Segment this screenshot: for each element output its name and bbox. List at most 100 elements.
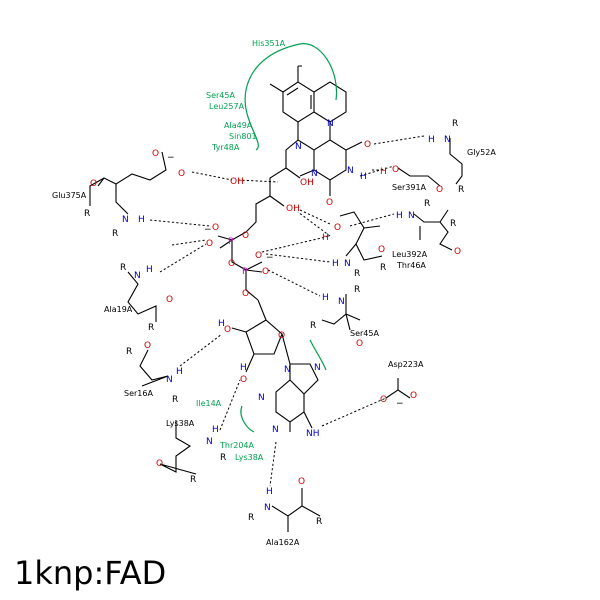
hyd-label-sin801: Sin801	[229, 132, 257, 141]
atom-n-gly: N	[444, 135, 451, 145]
res-label-glu375a: Glu375A	[52, 191, 87, 200]
res-label-ala19a: Ala19A	[104, 305, 133, 314]
atom-n-adenine-4: N	[272, 425, 279, 435]
atom-n-lys: N	[206, 437, 213, 447]
atom-o-ribose-ring: O	[278, 331, 285, 341]
atom-p-2: P	[242, 267, 248, 277]
atom-r-lys: R	[220, 453, 226, 463]
charge-minus-2: −	[266, 253, 274, 263]
ligand-bonds	[89, 65, 463, 532]
atom-o-leu: O	[454, 247, 461, 257]
charge-minus-1: −	[204, 225, 212, 235]
atom-n-flavin-2: N	[327, 119, 334, 129]
atom-o-gly: O	[436, 185, 443, 195]
atom-n-ala162: N	[264, 503, 271, 513]
atom-o-ribose-2: O	[240, 375, 247, 385]
hyd-label-leu257a: Leu257A	[209, 102, 245, 111]
atom-r-gly-2: R	[458, 185, 464, 195]
res-label-ser45a: Ser45A	[350, 329, 379, 338]
atom-n-leu: N	[408, 211, 415, 221]
hydrogen-bonds	[149, 135, 425, 487]
atom-h-lys: H	[212, 425, 219, 435]
atom-o-ala: O	[166, 295, 173, 305]
atom-o-ser16: O	[144, 341, 151, 351]
hyd-label-his351a: His351A	[252, 39, 286, 48]
diagram-title: 1knp:FAD	[14, 554, 166, 592]
atom-r-thr: R	[354, 269, 360, 279]
res-label-lys38a: Lys38A	[166, 419, 195, 428]
atom-r-ser16-2: R	[172, 395, 178, 405]
atom-r-gly: R	[452, 119, 458, 129]
hyd-label-tyr48a: Tyr48A	[211, 143, 240, 152]
atom-h-ribose-1: H	[218, 319, 225, 329]
atom-o-flavin-1: O	[364, 140, 371, 150]
atom-h-ser16: H	[176, 367, 183, 377]
atom-o-ribityl: O	[242, 231, 249, 241]
atom-o-thr: O	[334, 223, 341, 233]
atom-h-leu: H	[396, 211, 403, 221]
atom-o-glu-2: O	[178, 169, 185, 179]
atom-o-p2-c: O	[242, 289, 249, 299]
atom-r-lys-2: R	[190, 475, 196, 485]
atom-o-glu-3: O	[90, 179, 97, 189]
residue-labels: Glu375A Gly52A Ser391A Leu392A Thr46A Al…	[52, 148, 496, 547]
atom-o-p1-b: O	[206, 239, 213, 249]
atom-r-ala162-1: R	[248, 513, 254, 523]
res-label-leu392a: Leu392A	[392, 250, 428, 259]
atom-h-glu: H	[138, 215, 145, 225]
atom-o-thr-2: O	[378, 245, 385, 255]
atom-n-ala: N	[134, 271, 141, 281]
atom-h-thr-n: H	[332, 259, 339, 269]
hyd-label-ser45a: Ser45A	[206, 91, 235, 100]
atom-h-ala: H	[146, 265, 153, 275]
atom-o-glu-1: O	[152, 149, 159, 159]
atom-r-leu-2: R	[450, 219, 456, 229]
atom-oh-ribityl-3: OH	[286, 204, 300, 214]
atom-n-adenine-1: N	[284, 365, 291, 375]
atom-o-p1-a: O	[212, 223, 219, 233]
res-label-ser391a: Ser391A	[392, 183, 427, 192]
atom-n-glu: N	[122, 215, 129, 225]
charge-minus-asp: −	[396, 399, 404, 409]
atom-o-bridge: O	[228, 259, 235, 269]
atom-r-ser45-2: R	[310, 321, 316, 331]
atom-o-ribose-1: O	[224, 325, 231, 335]
atom-o-ser45: O	[356, 339, 363, 349]
atom-r-ala162-2: R	[316, 517, 322, 527]
res-label-gly52a: Gly52A	[467, 148, 496, 157]
atom-n-thr: N	[344, 259, 351, 269]
atom-o-lys: O	[156, 459, 163, 469]
res-label-ala162a: Ala162A	[266, 538, 300, 547]
atom-n-flavin-4: N	[347, 166, 354, 176]
atom-o-flavin-2: O	[326, 198, 333, 208]
atom-nh-adenine: NH	[306, 429, 320, 439]
res-label-ser16a: Ser16A	[124, 389, 153, 398]
hydrophobic-contacts	[240, 43, 338, 433]
atom-h-ser391: H	[380, 167, 387, 177]
atom-o-p2-b: O	[262, 267, 269, 277]
atom-oh-ribityl-1: OH	[230, 177, 244, 187]
hyd-label-thr204a: Thr204A	[219, 441, 255, 450]
atom-o-ala162: O	[298, 477, 305, 487]
atom-symbols: N N N N O O H OH OH OH O P P O O O O O O…	[84, 119, 464, 527]
atom-n-adenine-3: N	[258, 393, 265, 403]
atom-r-glu-1: R	[84, 209, 90, 219]
atom-h-gly: H	[428, 135, 435, 145]
res-label-thr46a: Thr46A	[396, 261, 426, 270]
atom-h-ser45: H	[322, 293, 329, 303]
atom-o-ser391: O	[392, 165, 399, 175]
atom-n-ser16: N	[166, 375, 173, 385]
atom-oh-ribityl-2: OH	[300, 178, 314, 188]
atom-r-ala-2: R	[148, 323, 154, 333]
atom-h-ala162: H	[266, 487, 273, 497]
atom-h-ribose-2: H	[240, 363, 247, 373]
atom-r-ser16: R	[126, 347, 132, 357]
atom-p-1: P	[228, 237, 234, 247]
atom-h-thr: H	[322, 233, 329, 243]
hydrophobic-residue-labels: His351A Ser45A Leu257A Ala49A Sin801 Tyr…	[196, 39, 286, 462]
charge-minus-glu: −	[167, 153, 175, 163]
atom-n-flavin-3: N	[311, 169, 318, 179]
atom-o-asp-2: O	[410, 391, 417, 401]
